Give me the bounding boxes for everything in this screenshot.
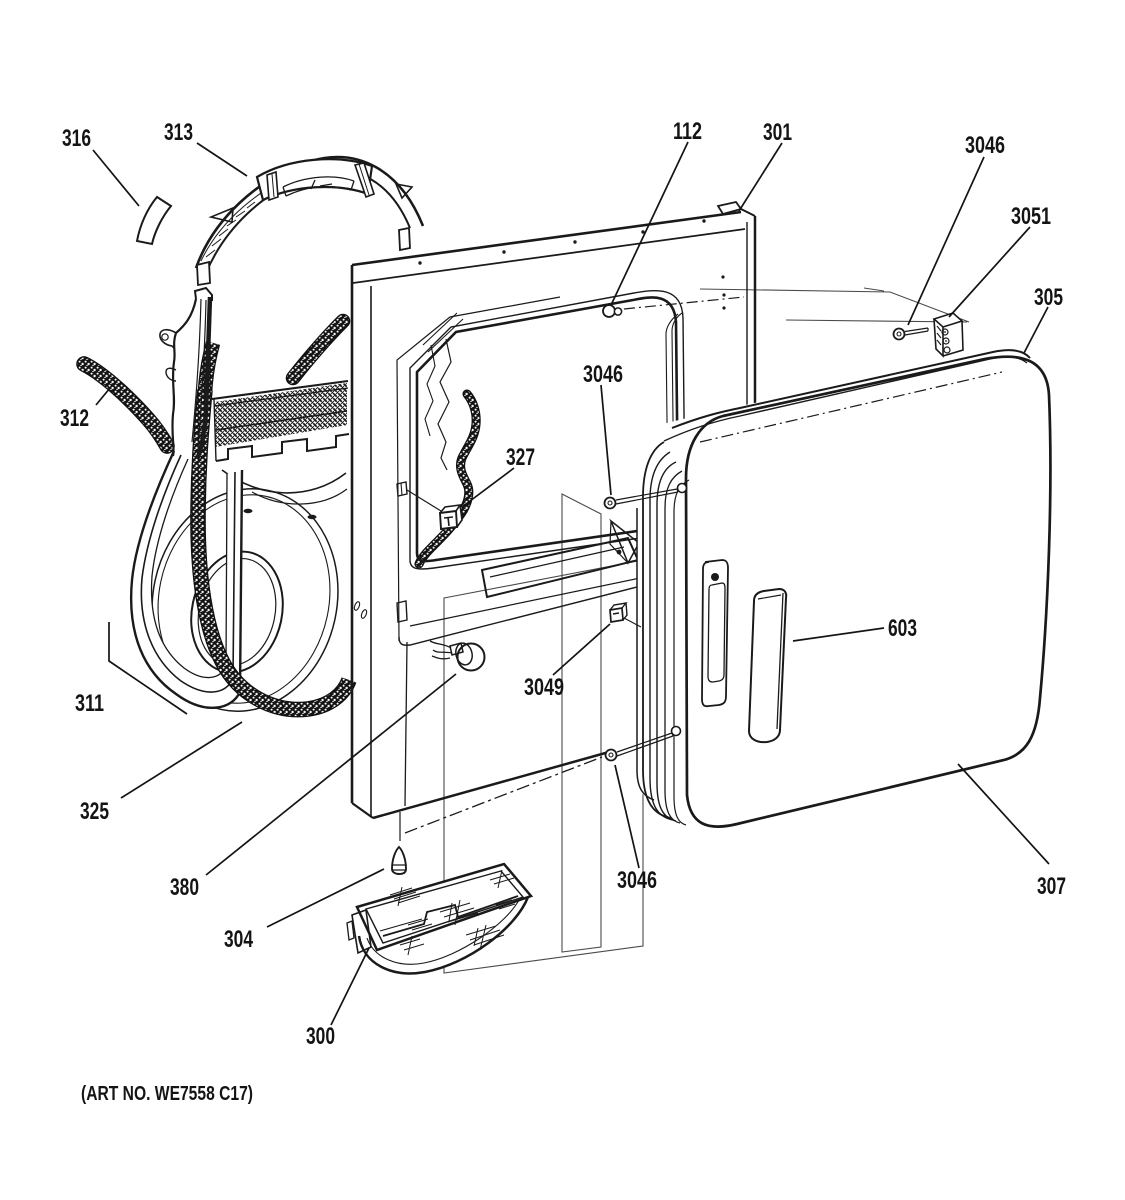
svg-text:311: 311	[75, 690, 104, 717]
svg-text:3046: 3046	[583, 361, 623, 388]
svg-text:(ART NO. WE7558 C17): (ART NO. WE7558 C17)	[81, 1083, 253, 1105]
svg-text:112: 112	[673, 118, 702, 145]
svg-text:3049: 3049	[524, 674, 564, 701]
svg-text:380: 380	[170, 874, 199, 901]
svg-text:305: 305	[1034, 284, 1063, 311]
svg-text:3051: 3051	[1011, 203, 1051, 230]
svg-text:301: 301	[763, 119, 792, 146]
svg-text:307: 307	[1037, 873, 1066, 900]
svg-text:3046: 3046	[617, 867, 657, 894]
svg-text:325: 325	[80, 798, 109, 825]
svg-text:3046: 3046	[965, 132, 1005, 159]
svg-text:312: 312	[60, 405, 89, 432]
svg-text:300: 300	[306, 1023, 335, 1050]
svg-text:313: 313	[164, 119, 193, 146]
svg-text:327: 327	[506, 444, 535, 471]
svg-text:304: 304	[224, 926, 253, 953]
svg-text:316: 316	[62, 125, 91, 152]
svg-text:603: 603	[888, 615, 917, 642]
